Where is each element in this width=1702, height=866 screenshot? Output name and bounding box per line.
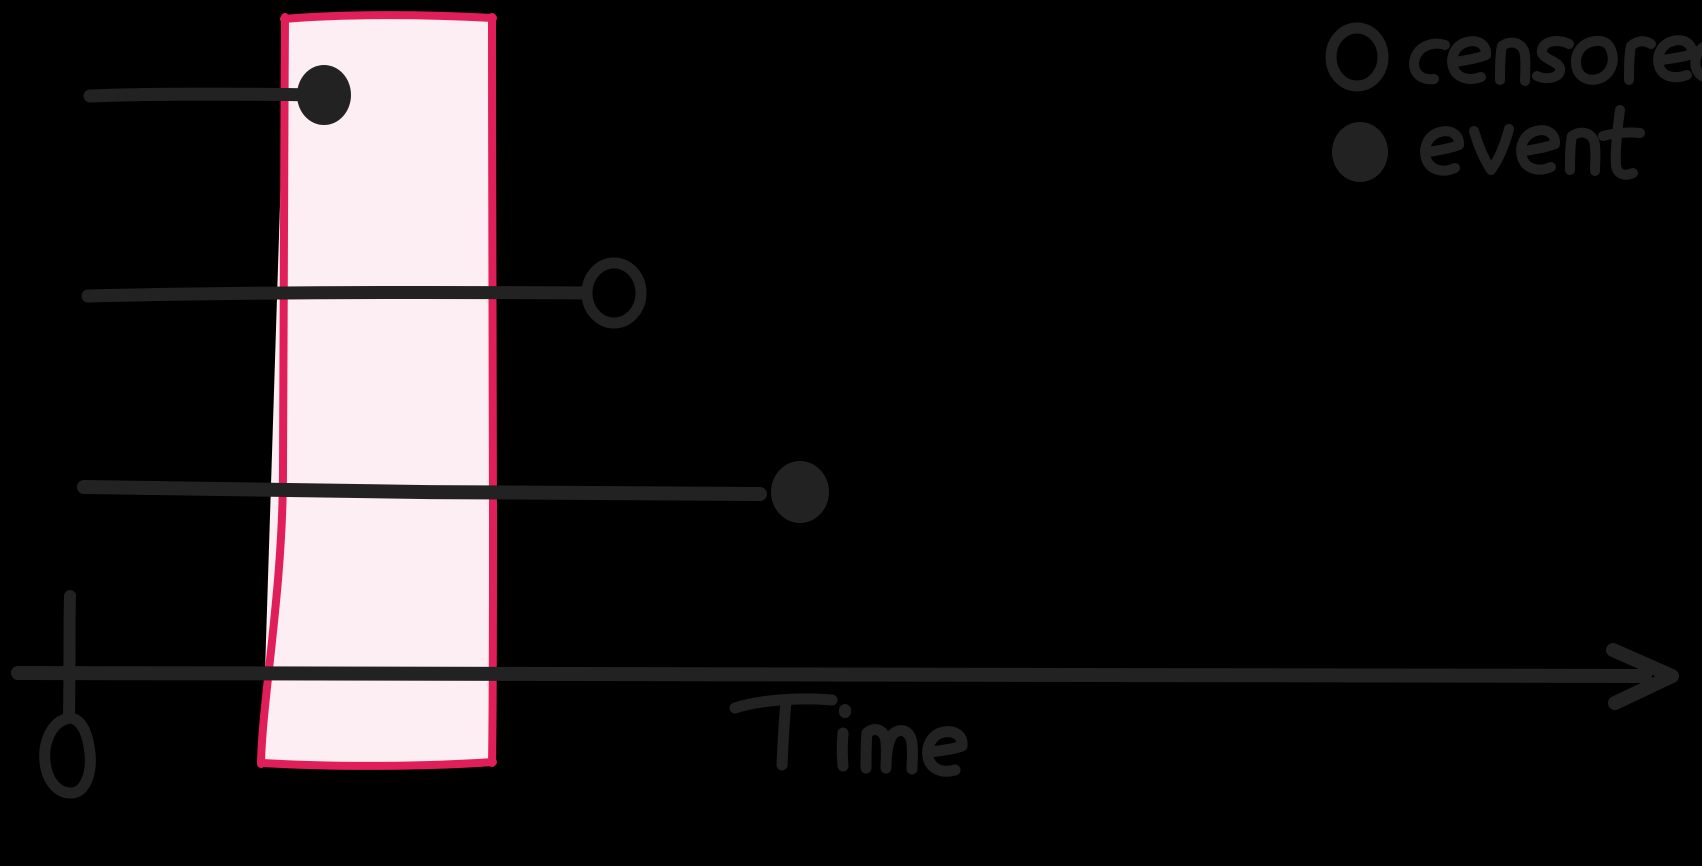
- subject-2-followup-line: [81, 285, 592, 303]
- time-label-glyph-T-stem: [776, 696, 792, 771]
- time-label-glyph-e: [922, 726, 968, 777]
- origin-tick: [63, 590, 76, 720]
- subject-2-censored-marker: [581, 257, 647, 329]
- legend-event-label-glyphs: [1420, 105, 1645, 180]
- subject-row-3: [77, 461, 829, 523]
- subject-1-event-marker: [297, 65, 351, 125]
- time-axis-arrowhead-icon: [1606, 643, 1679, 710]
- legend-item-censored[interactable]: [1325, 16, 1702, 92]
- subject-3-followup-line: [77, 480, 767, 501]
- legend: [1325, 16, 1702, 182]
- legend-open-circle-icon: [1325, 22, 1389, 92]
- time-axis: [11, 590, 1679, 720]
- origin-label: [39, 712, 96, 799]
- time-label-glyph-m: [860, 724, 918, 775]
- subject-1-followup-line: [83, 87, 327, 103]
- risk-window-right-edge: [488, 13, 498, 767]
- risk-window-left-edge: [257, 13, 289, 768]
- risk-window-top-edge: [280, 11, 497, 23]
- risk-window-bottom-edge: [258, 758, 497, 770]
- subject-row-1: [83, 65, 351, 125]
- origin-label-glyph: [39, 712, 96, 799]
- time-label-glyph-T: [729, 693, 838, 714]
- risk-window-highlight: [257, 11, 498, 770]
- time-label-glyph-i: [836, 727, 849, 772]
- subject-row-2: [81, 257, 647, 329]
- legend-item-event[interactable]: [1332, 105, 1645, 182]
- time-axis-label: [729, 693, 968, 777]
- legend-filled-circle-icon: [1332, 122, 1388, 182]
- risk-window-fill: [262, 17, 493, 765]
- time-axis-line: [11, 664, 1652, 683]
- subject-3-event-marker: [771, 461, 829, 523]
- legend-censored-label-glyphs: [1409, 35, 1702, 86]
